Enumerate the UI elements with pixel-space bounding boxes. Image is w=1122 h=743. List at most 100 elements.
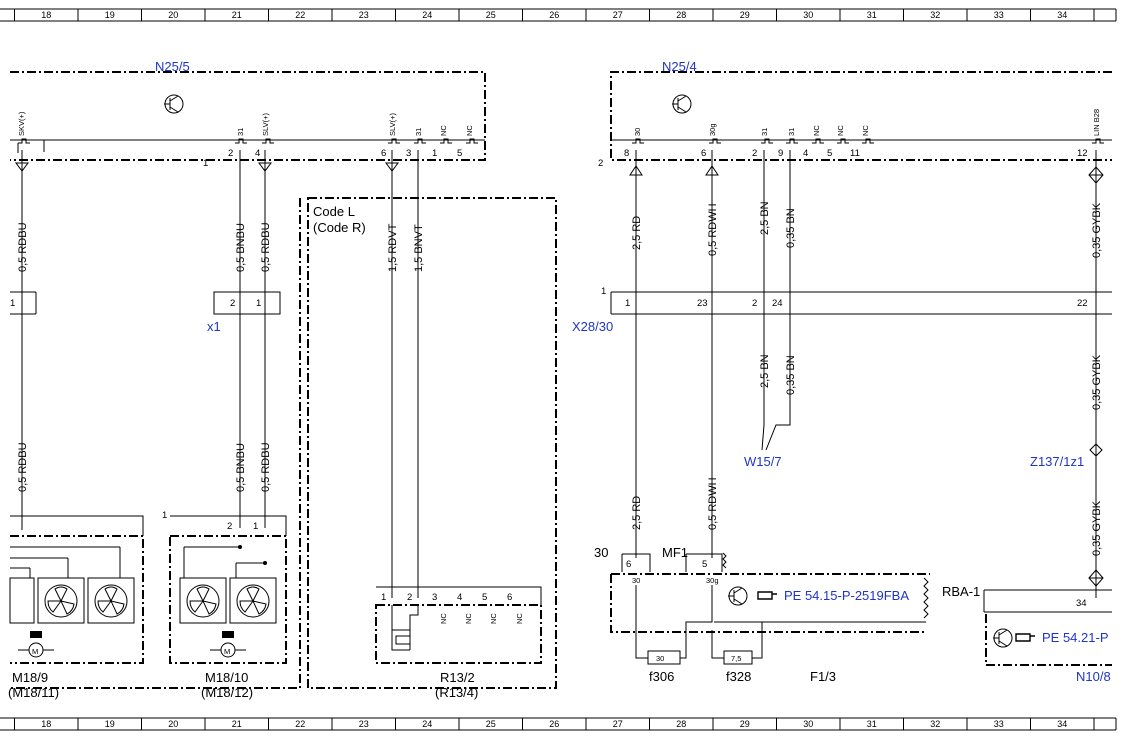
- svg-text:23: 23: [697, 298, 708, 309]
- wire-rdbu-left[interactable]: 0,5 RDBU 0,5 RDBU: [15, 150, 29, 530]
- ruler-column-number: 29: [740, 10, 750, 20]
- heater-r13-2[interactable]: 1 2 3 4 5 6 NC NC NC NC R13/2 (R13/4): [375, 586, 542, 700]
- svg-text:NC: NC: [439, 613, 448, 624]
- svg-text:31: 31: [787, 128, 796, 136]
- ruler-column-number: 30: [803, 719, 813, 729]
- svg-text:(Code R): (Code R): [313, 220, 366, 235]
- svg-text:0,35 GYBK: 0,35 GYBK: [1091, 202, 1103, 258]
- module-n10-8[interactable]: 34 PE 54.21-P N10/8: [983, 589, 1112, 684]
- svg-text:SLV(+): SLV(+): [388, 113, 397, 136]
- svg-text:(M18/12): (M18/12): [201, 685, 253, 700]
- svg-text:2,5 BN: 2,5 BN: [759, 354, 771, 388]
- fan-icon: [94, 584, 128, 618]
- connector-number: 1: [203, 158, 208, 169]
- ruler-column-number: 24: [422, 719, 432, 729]
- svg-text:34: 34: [1076, 598, 1087, 609]
- svg-text:0,5 RDBU: 0,5 RDBU: [17, 442, 29, 492]
- ruler-column-number: 21: [232, 10, 242, 20]
- svg-text:NC: NC: [489, 613, 498, 624]
- module-n25-5[interactable]: N25/5 1: [10, 59, 486, 169]
- ruler-column-number: 31: [867, 10, 877, 20]
- svg-text:31: 31: [760, 128, 769, 136]
- svg-text:2: 2: [227, 521, 232, 532]
- wire-rd25[interactable]: 2,5 RD 2,5 RD: [629, 150, 643, 558]
- wire-bnbu[interactable]: 0,5 BNBU 0,5 BNBU: [235, 150, 247, 528]
- fuse-box-f1-3[interactable]: 30 MF1 6 5 30 30g PE 54.15-P-2519FBA RBA…: [594, 545, 980, 684]
- fan-motor-m18-9[interactable]: M M18/9 (M18/11): [8, 515, 144, 700]
- svg-text:1: 1: [253, 521, 258, 532]
- wire-bn035[interactable]: 0,35 BN 0,35 BN W15/7: [744, 150, 797, 469]
- svg-text:NC: NC: [836, 125, 845, 136]
- svg-text:5: 5: [827, 148, 832, 159]
- ruler-column-number: 23: [359, 719, 369, 729]
- pointing-hand-icon: [1015, 633, 1035, 642]
- svg-text:24: 24: [772, 298, 783, 309]
- ruler-column-number: 34: [1057, 719, 1067, 729]
- transistor-icon: [164, 94, 184, 114]
- ruler-column-number: 28: [676, 10, 686, 20]
- svg-text:2,5 RD: 2,5 RD: [631, 496, 643, 530]
- svg-text:4: 4: [457, 592, 462, 603]
- ruler-column-number: 19: [105, 719, 115, 729]
- svg-text:M: M: [224, 647, 230, 656]
- wire-rdwh[interactable]: 0,5 RDWH 0,5 RDWH: [705, 150, 719, 558]
- n25-5-label: N25/5: [155, 59, 190, 74]
- wire-bn25[interactable]: 2,5 BN 2,5 BN: [759, 150, 771, 451]
- ruler-column-number: 24: [422, 10, 432, 20]
- svg-text:0,35 GYBK: 0,35 GYBK: [1091, 500, 1103, 556]
- wire-rdbu-mid[interactable]: 0,5 RDBU 0,5 RDBU: [258, 150, 272, 528]
- svg-text:30: 30: [632, 576, 640, 585]
- svg-text:NC: NC: [465, 125, 474, 136]
- code-l-region: Code L (Code R): [10, 197, 557, 689]
- svg-text:9: 9: [778, 148, 783, 159]
- svg-text:0,5 RDBU: 0,5 RDBU: [260, 442, 272, 492]
- svg-text:NC: NC: [812, 125, 821, 136]
- connector-x28-30[interactable]: 1 1 23 2 24 22 X28/30: [572, 286, 1112, 334]
- ruler-column-number: 28: [676, 719, 686, 729]
- svg-text:M18/9: M18/9: [12, 670, 48, 685]
- ref-pe-54-15[interactable]: PE 54.15-P-2519FBA: [784, 588, 909, 603]
- ruler-column-number: 20: [168, 719, 178, 729]
- fan-icon: [236, 584, 270, 618]
- ref-pe-54-21[interactable]: PE 54.21-P: [1042, 630, 1109, 645]
- svg-text:30: 30: [633, 128, 642, 136]
- ruler-column-number: 25: [486, 10, 496, 20]
- svg-text:2: 2: [752, 148, 757, 159]
- x1-label: x1: [207, 319, 221, 334]
- ruler-column-number: 25: [486, 719, 496, 729]
- motor-icon: M: [18, 631, 54, 658]
- svg-text:31: 31: [414, 128, 423, 136]
- svg-text:0,5 RDBU: 0,5 RDBU: [17, 222, 29, 272]
- connector-x1[interactable]: 1 2 1 x1: [10, 291, 281, 334]
- svg-text:SLV(+): SLV(+): [261, 113, 270, 136]
- svg-text:NC: NC: [439, 125, 448, 136]
- svg-text:12: 12: [1077, 148, 1088, 159]
- ruler-column-number: 32: [930, 719, 940, 729]
- svg-text:M18/10: M18/10: [205, 670, 248, 685]
- ruler-column-number: 31: [867, 719, 877, 729]
- wire-gybk[interactable]: 0,35 GYBK 0,35 GYBK 0,35 GYBK Z137/1z1: [1030, 150, 1104, 598]
- wire-rdvt[interactable]: 1,5 RDVT: [385, 150, 399, 598]
- svg-text:NC: NC: [464, 613, 473, 624]
- ruler-column-number: 33: [994, 719, 1004, 729]
- diamond-icon: [1089, 443, 1103, 457]
- fan-motor-m18-10[interactable]: 1 2 1 M M18/10 (M18/12): [162, 510, 287, 700]
- ruler-column-number: 23: [359, 10, 369, 20]
- svg-text:31: 31: [236, 128, 245, 136]
- svg-text:1: 1: [10, 298, 15, 309]
- ruler-column-number: 33: [994, 10, 1004, 20]
- n25-5-pins: SKV(+) 31 SLV(+) SLV(+) 31 NC NC 2 4 6 3…: [17, 111, 478, 159]
- svg-text:LIN B28: LIN B28: [1092, 109, 1101, 136]
- ruler-column-number: 30: [803, 10, 813, 20]
- wire-bnvt[interactable]: 1,5 BNVT: [413, 150, 425, 598]
- ruler-column-number: 27: [613, 10, 623, 20]
- svg-text:2: 2: [230, 298, 235, 309]
- n10-8-label: N10/8: [1076, 669, 1111, 684]
- svg-text:1: 1: [432, 148, 437, 159]
- module-n25-4[interactable]: N25/4 2: [598, 59, 1112, 169]
- svg-text:2,5 RD: 2,5 RD: [631, 216, 643, 250]
- transistor-icon: [728, 586, 748, 606]
- svg-text:3: 3: [406, 148, 411, 159]
